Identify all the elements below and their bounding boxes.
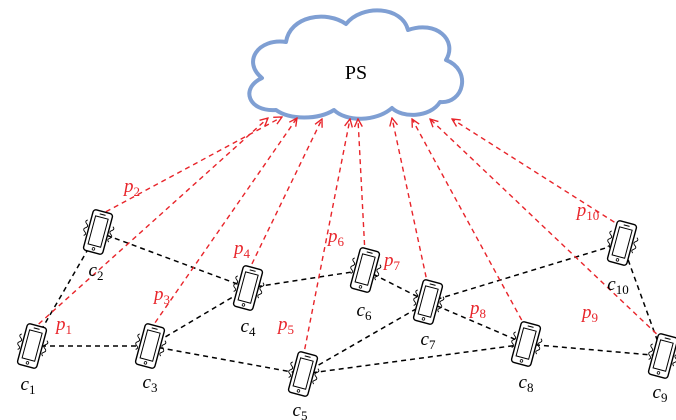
upload-label-c9: p9 — [580, 302, 598, 325]
upload-link-c3 — [149, 118, 297, 331]
smartphone-icon — [287, 351, 320, 397]
client-label-c10: c10 — [607, 274, 628, 297]
peer-link-c2-c4 — [97, 231, 249, 289]
smartphone-icon — [16, 323, 49, 369]
upload-link-c1 — [31, 118, 268, 331]
smartphone-icon — [82, 209, 115, 255]
server-label: PS — [345, 62, 367, 84]
cloud-icon — [247, 8, 465, 121]
smartphone-icon — [510, 321, 543, 367]
client-label-c1: c1 — [21, 374, 36, 397]
client-label-c7: c7 — [421, 329, 436, 352]
upload-label-c2: p2 — [122, 176, 140, 199]
smartphone-icon — [134, 323, 167, 369]
peer-link-c5-c8 — [302, 343, 527, 375]
upload-label-c5: p5 — [276, 314, 294, 337]
upload-link-c10 — [452, 119, 623, 228]
parameter-server: PS — [247, 8, 465, 121]
peer-links — [31, 231, 664, 375]
smartphone-icon — [412, 279, 445, 325]
upload-label-c8: p8 — [468, 298, 486, 321]
client-label-c6: c6 — [357, 300, 372, 323]
upload-label-c10: p10 — [575, 200, 600, 223]
upload-link-c5 — [302, 119, 350, 359]
upload-label-c7: p7 — [382, 250, 401, 273]
client-label-c3: c3 — [143, 372, 158, 395]
client-label-c9: c9 — [653, 382, 668, 405]
upload-link-c7 — [392, 118, 429, 287]
peer-link-c7-c10 — [427, 242, 623, 303]
peer-link-c10-c9 — [621, 242, 664, 357]
smartphone-icon — [349, 247, 382, 293]
upload-label-c3: p3 — [152, 284, 170, 307]
upload-label-c1: p1 — [54, 314, 72, 337]
smartphone-icon — [606, 220, 639, 266]
upload-label-c6: p6 — [326, 226, 345, 249]
peer-link-c4-c6 — [247, 269, 366, 289]
peer-link-c3-c5 — [149, 345, 304, 375]
upload-label-c4: p4 — [232, 238, 251, 261]
client-label-c4: c4 — [241, 316, 256, 339]
clients — [16, 209, 676, 397]
labels: c1 c2 c3 c4 c5 c6 c7 c8 c9 c10 p1 p2 p3 p4 p5 p6 p7 p8 p9 p… — [21, 176, 668, 420]
smartphone-icon — [647, 333, 676, 379]
peer-link-c8-c9 — [525, 343, 664, 357]
client-label-c5: c5 — [293, 400, 308, 420]
peer-link-c3-c4 — [149, 287, 249, 347]
peer-link-c5-c7 — [302, 301, 429, 375]
client-label-c2: c2 — [89, 260, 104, 283]
client-label-c8: c8 — [519, 372, 534, 395]
upload-links — [31, 117, 664, 359]
upload-link-c8 — [412, 119, 527, 329]
upload-link-c6 — [358, 119, 366, 255]
upload-link-c2 — [97, 117, 282, 217]
upload-link-c4 — [247, 119, 322, 273]
smartphone-icon — [232, 265, 265, 311]
